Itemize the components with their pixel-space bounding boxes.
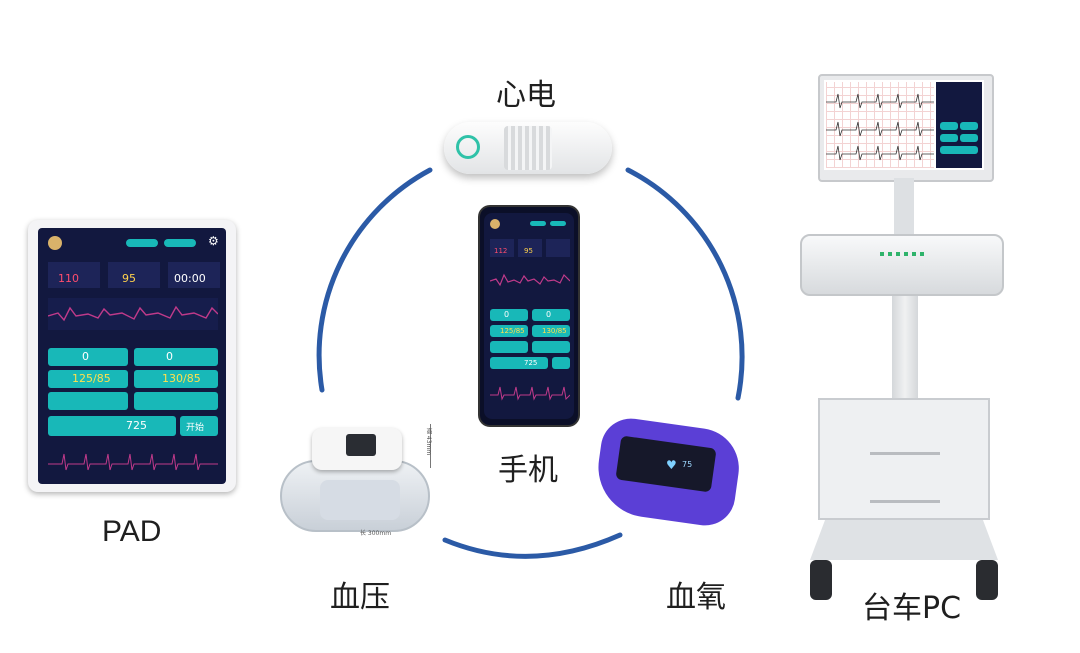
cart-drawer-unit — [818, 398, 990, 520]
phone-tile-1 — [490, 309, 528, 321]
phone-tile-6 — [532, 341, 570, 353]
pad-start-button[interactable] — [180, 416, 218, 436]
cart-panel-tile-4 — [960, 134, 978, 142]
phone-avatar — [490, 219, 500, 229]
phone-zero-b: 0 — [546, 310, 552, 319]
cart-base — [810, 520, 998, 560]
cart-wheel-right — [976, 560, 998, 600]
bp-monitor-screen — [346, 434, 376, 456]
cart-panel-tile-3 — [940, 134, 958, 142]
spo2-device: ♥ 75 — [592, 414, 746, 536]
ecg-patch — [444, 122, 612, 174]
pad-ecg-waveform — [48, 298, 218, 330]
pad-zero-a: 0 — [82, 350, 89, 363]
cart-drawer-handle-1 — [870, 452, 940, 455]
phone-spo2-box — [518, 239, 542, 257]
pad-screen: ⚙ 110 95 00:00 0 0 125/85 130/85 725 开始 — [38, 228, 226, 484]
phone-bottom-waveform — [490, 386, 570, 401]
pad-spo2-value: 95 — [122, 272, 136, 285]
phone-zero-a: 0 — [504, 310, 510, 319]
phone-tile-4 — [532, 325, 570, 337]
pad-tile-3 — [48, 370, 128, 388]
cart-tray — [800, 234, 1004, 296]
phone-tile-7 — [490, 357, 548, 369]
pad-timer-box — [168, 262, 220, 288]
spo2-heart-icon: ♥ — [666, 458, 677, 472]
pad-zero-b: 0 — [166, 350, 173, 363]
bp-dim-width: 长 300mm — [360, 530, 392, 537]
ecg-patch-logo — [456, 135, 480, 159]
cart-pc — [800, 72, 1020, 612]
ecg-patch-center — [504, 126, 552, 170]
label-ecg: 心电 — [496, 78, 556, 113]
phone-pill — [530, 221, 546, 226]
phone-spo2-value: 95 — [524, 247, 533, 255]
pad-avatar — [48, 236, 62, 250]
pad-tile-7 — [48, 416, 176, 436]
phone-screen: 112 95 0 0 125/85 130/85 725 — [484, 213, 574, 419]
pad-tile-4 — [134, 370, 218, 388]
phone-tile-5 — [490, 341, 528, 353]
phone-hr-box — [490, 239, 514, 257]
cart-panel-tile-5 — [940, 146, 978, 154]
phone-timer-box — [546, 239, 570, 257]
bp-cuff-panel — [320, 480, 400, 520]
pad-hr-value: 110 — [58, 272, 79, 285]
cart-column — [892, 296, 918, 398]
ring-arc-top-right — [625, 167, 745, 401]
cart-panel-tile-2 — [960, 122, 978, 130]
cart-drawer-handle-2 — [870, 500, 940, 503]
pad-hr-box — [48, 262, 100, 288]
pad-tile-2 — [134, 348, 218, 366]
cart-monitor-pole — [894, 178, 914, 238]
cart-tray-leds — [880, 252, 924, 256]
label-bp: 血压 — [330, 580, 390, 615]
phone-tile-8 — [552, 357, 570, 369]
ring-arc-bottom — [442, 532, 623, 559]
pad-start-label: 开始 — [186, 423, 205, 433]
cart-wheel-left — [810, 560, 832, 600]
pad-bp-b: 130/85 — [162, 372, 201, 385]
pad-tile-6 — [134, 392, 218, 410]
spo2-reading: 75 — [682, 460, 693, 469]
pad-big-value: 725 — [126, 419, 147, 432]
pad-bp-a: 125/85 — [72, 372, 111, 385]
pad-spo2-box — [108, 262, 160, 288]
label-spo2: 血氧 — [666, 580, 726, 615]
cart-panel-tile-1 — [940, 122, 958, 130]
label-pad: PAD — [102, 515, 162, 548]
phone-bp-a: 125/85 — [500, 327, 525, 335]
ring-arc-top-left — [316, 167, 433, 393]
label-cart: 台车PC — [862, 591, 962, 626]
pad-device: ⚙ 110 95 00:00 0 0 125/85 130/85 725 开始 — [28, 220, 236, 492]
pad-tile-1 — [48, 348, 128, 366]
label-phone: 手机 — [498, 453, 558, 488]
bp-dim-line-v — [430, 424, 431, 468]
cart-ecg-trace — [826, 93, 934, 161]
phone-tile-2 — [532, 309, 570, 321]
pad-gear-icon[interactable]: ⚙ — [208, 234, 219, 248]
phone-tile-3 — [490, 325, 528, 337]
bp-device: 高 43mm 长 300mm — [280, 420, 440, 540]
pad-pill-2 — [164, 239, 196, 247]
phone-device: 112 95 0 0 125/85 130/85 725 — [478, 205, 580, 427]
pad-bottom-waveform — [48, 453, 218, 471]
bp-dim-height: 高 43mm — [425, 428, 432, 456]
pad-pill-1 — [126, 239, 158, 247]
phone-ecg-waveform — [490, 273, 570, 287]
pad-tile-5 — [48, 392, 128, 410]
phone-bp-b: 130/85 — [542, 327, 567, 335]
phone-hr-value: 112 — [494, 247, 508, 255]
phone-big-value: 725 — [524, 359, 538, 367]
phone-pill-2 — [550, 221, 566, 226]
pad-timer-value: 00:00 — [174, 272, 206, 285]
